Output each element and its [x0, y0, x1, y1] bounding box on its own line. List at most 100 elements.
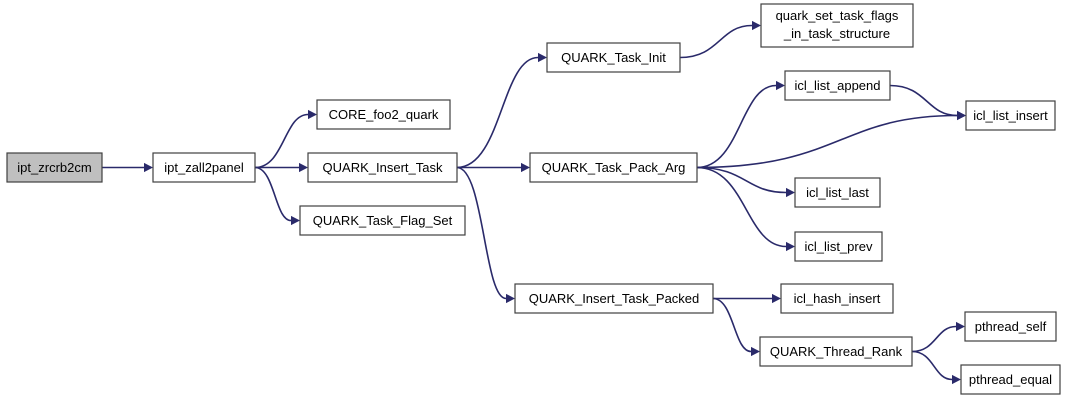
edge-QUARK_Thread_Rank-to-pthread_self	[911, 321, 965, 353]
node-box[interactable]	[759, 336, 913, 367]
edge-line	[679, 24, 753, 59]
node-label: QUARK_Insert_Task_Packed	[529, 291, 700, 306]
node-label: icl_list_insert	[973, 108, 1048, 123]
node-ipt_zrcrb2cm[interactable]: ipt_zrcrb2cm	[6, 152, 103, 183]
edge-arrowhead	[291, 215, 300, 226]
edge-line	[696, 84, 777, 169]
node-icl_list_insert[interactable]: icl_list_insert	[965, 100, 1056, 131]
edge-arrowhead	[751, 346, 760, 357]
edge-line	[911, 325, 957, 353]
node-box[interactable]	[784, 70, 891, 101]
edge-QUARK_Task_Pack_Arg-to-icl_list_insert	[696, 110, 966, 169]
edge-line	[254, 166, 292, 222]
node-CORE_foo2_quark[interactable]: CORE_foo2_quark	[316, 99, 451, 130]
node-label: icl_hash_insert	[794, 291, 881, 306]
edge-arrowhead	[752, 20, 761, 31]
edge-QUARK_Insert_Task_Packed-to-icl_hash_insert	[713, 293, 781, 304]
edge-QUARK_Thread_Rank-to-pthread_equal	[911, 350, 961, 385]
edge-arrowhead	[308, 109, 317, 120]
node-box[interactable]	[514, 283, 714, 314]
node-label: QUARK_Insert_Task	[323, 160, 443, 175]
node-box[interactable]	[794, 177, 881, 208]
edge-arrowhead	[786, 241, 795, 252]
node-quark_set_task_flags[interactable]: quark_set_task_flags _in_task_structure	[760, 3, 914, 48]
edge-line	[254, 113, 309, 169]
edge-line	[712, 297, 752, 353]
edge-layer	[102, 20, 966, 385]
node-icl_list_append[interactable]: icl_list_append	[784, 70, 891, 101]
edge-QUARK_Task_Init-to-quark_set_task_flags	[679, 20, 761, 59]
edge-line	[456, 166, 507, 300]
node-layer: ipt_zrcrb2cm ipt_zall2panel CORE_foo2_quar…	[6, 3, 1061, 395]
node-QUARK_Task_Flag_Set[interactable]: QUARK_Task_Flag_Set	[299, 205, 466, 236]
node-label: icl_list_prev	[805, 239, 873, 254]
edge-arrowhead	[776, 80, 785, 91]
node-box[interactable]	[960, 364, 1061, 395]
edge-arrowhead	[506, 293, 515, 304]
node-box[interactable]	[529, 152, 698, 183]
node-pthread_equal[interactable]: pthread_equal	[960, 364, 1061, 395]
node-QUARK_Insert_Task[interactable]: QUARK_Insert_Task	[307, 152, 458, 183]
node-label: QUARK_Task_Init	[561, 50, 666, 65]
node-box[interactable]	[760, 3, 914, 48]
node-icl_list_last[interactable]: icl_list_last	[794, 177, 881, 208]
edge-ipt_zall2panel-to-CORE_foo2_quark	[254, 109, 317, 169]
node-box[interactable]	[307, 152, 458, 183]
node-icl_hash_insert[interactable]: icl_hash_insert	[780, 283, 894, 314]
edge-line	[696, 166, 787, 194]
edge-line	[696, 166, 787, 248]
node-box[interactable]	[299, 205, 466, 236]
edge-arrowhead	[521, 162, 530, 173]
edge-line	[889, 84, 958, 117]
node-QUARK_Task_Init[interactable]: QUARK_Task_Init	[546, 42, 681, 73]
node-box[interactable]	[316, 99, 451, 130]
edge-arrowhead	[956, 321, 965, 332]
node-box[interactable]	[546, 42, 681, 73]
edge-line	[911, 350, 953, 381]
node-label: ipt_zrcrb2cm	[17, 160, 91, 175]
edge-arrowhead	[299, 162, 308, 173]
node-QUARK_Task_Pack_Arg[interactable]: QUARK_Task_Pack_Arg	[529, 152, 698, 183]
edge-QUARK_Task_Pack_Arg-to-icl_list_prev	[696, 166, 795, 252]
edge-line	[696, 114, 958, 169]
edge-arrowhead	[952, 374, 961, 385]
node-label: ipt_zall2panel	[164, 160, 244, 175]
edge-QUARK_Insert_Task-to-QUARK_Task_Pack_Arg	[457, 162, 530, 173]
node-label: QUARK_Task_Flag_Set	[313, 213, 453, 228]
node-ipt_zall2panel[interactable]: ipt_zall2panel	[152, 152, 256, 183]
node-label: pthread_equal	[969, 372, 1052, 387]
node-icl_list_prev[interactable]: icl_list_prev	[794, 231, 883, 262]
edge-arrowhead	[772, 293, 781, 304]
edge-QUARK_Insert_Task-to-QUARK_Insert_Task_Packed	[456, 166, 515, 304]
node-label: icl_list_append	[794, 78, 880, 93]
node-pthread_self[interactable]: pthread_self	[964, 311, 1057, 342]
edge-arrowhead	[957, 110, 966, 121]
edge-QUARK_Insert_Task_Packed-to-QUARK_Thread_Rank	[712, 297, 760, 357]
edge-ipt_zrcrb2cm-to-ipt_zall2panel	[102, 162, 153, 173]
node-label: QUARK_Thread_Rank	[770, 344, 903, 359]
node-label: icl_list_last	[806, 185, 869, 200]
node-box[interactable]	[780, 283, 894, 314]
node-label: CORE_foo2_quark	[329, 107, 439, 122]
node-QUARK_Insert_Task_Packed[interactable]: QUARK_Insert_Task_Packed	[514, 283, 714, 314]
node-label-line2: _in_task_structure	[783, 26, 890, 41]
edge-arrowhead	[538, 52, 547, 63]
node-box[interactable]	[6, 152, 103, 183]
edge-QUARK_Task_Pack_Arg-to-icl_list_last	[696, 166, 795, 198]
edge-icl_list_append-to-icl_list_insert	[889, 84, 966, 121]
node-box[interactable]	[964, 311, 1057, 342]
node-label: pthread_self	[975, 319, 1047, 334]
node-box[interactable]	[965, 100, 1056, 131]
node-box[interactable]	[794, 231, 883, 262]
edge-line	[456, 56, 539, 169]
node-QUARK_Thread_Rank[interactable]: QUARK_Thread_Rank	[759, 336, 913, 367]
edge-arrowhead	[144, 162, 153, 173]
node-label: quark_set_task_flags	[776, 8, 899, 23]
edge-ipt_zall2panel-to-QUARK_Insert_Task	[255, 162, 308, 173]
edge-ipt_zall2panel-to-QUARK_Task_Flag_Set	[254, 166, 300, 226]
edge-QUARK_Task_Pack_Arg-to-icl_list_append	[696, 80, 785, 169]
node-box[interactable]	[152, 152, 256, 183]
edge-QUARK_Insert_Task-to-QUARK_Task_Init	[456, 52, 547, 169]
node-label: QUARK_Task_Pack_Arg	[542, 160, 686, 175]
